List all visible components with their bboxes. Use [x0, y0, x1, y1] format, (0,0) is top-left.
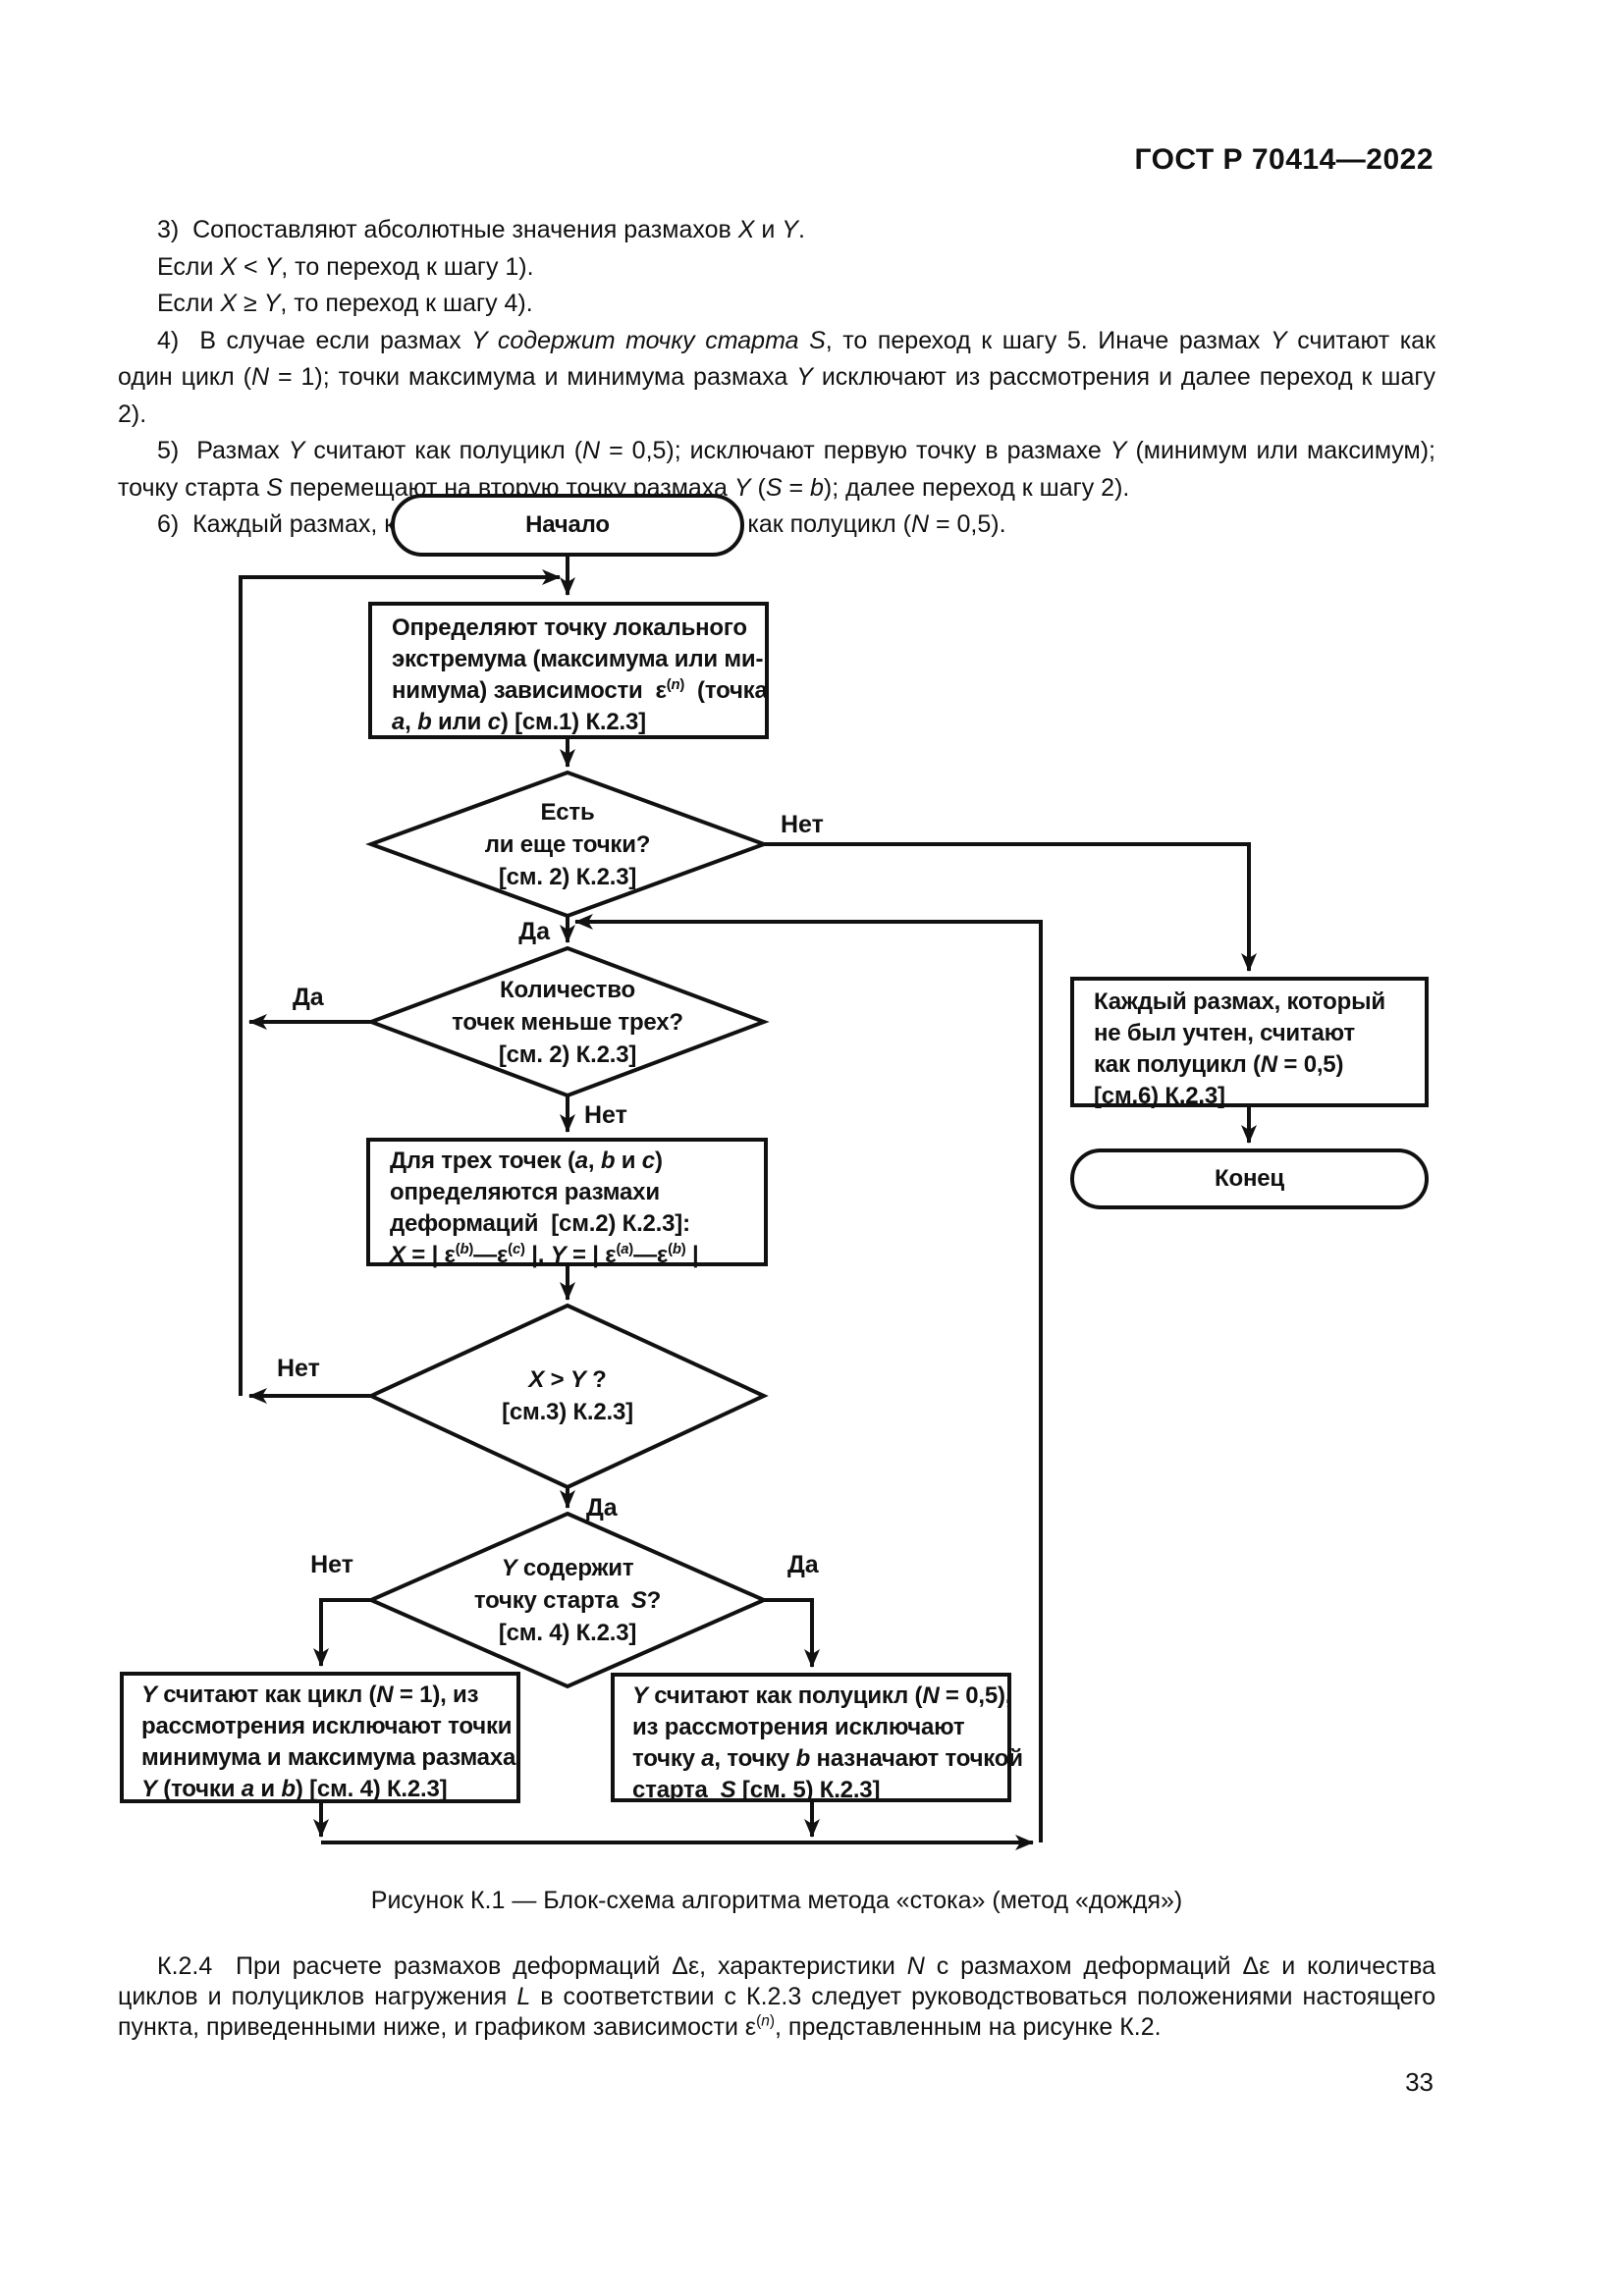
end-terminal: Конец: [1070, 1148, 1429, 1209]
node-text-line: из рассмотрения исключают: [632, 1714, 965, 1740]
label-no-less-three: Нет: [584, 1101, 627, 1129]
process-box-extremum: Определяют точку локального экстремума (…: [368, 602, 769, 739]
decision-x-gt-y: X > Y ? [см.3) К.2.3]: [410, 1363, 725, 1428]
process-box-ranges: Для трех точек (a, b и c) определяются р…: [366, 1138, 768, 1268]
node-text-line: определяются размахи: [390, 1179, 660, 1205]
node-text-line: Для трех точек (a, b и c): [390, 1148, 663, 1174]
decision-contains-start-shape: [366, 1511, 769, 1689]
node-text-line: минимума и максимума размаха: [141, 1744, 516, 1771]
edge-containsstart-yes: [764, 1598, 820, 1668]
intro-line: Если X ≥ Y, то переход к шагу 4).: [157, 290, 533, 317]
decision-more-points: Есть ли еще точки? [см. 2) К.2.3]: [410, 795, 725, 893]
node-text-line: точку старта S?: [473, 1586, 662, 1614]
node-text-line: Y считают как полуцикл (N = 0,5),: [632, 1682, 1012, 1709]
process-box-cycle: Y считают как цикл (N = 1), из рассмотре…: [120, 1672, 520, 1803]
intro-paragraph: 3) Сопоставляют абсолютные значения разм…: [118, 212, 1435, 544]
intro-line: 3) Сопоставляют абсолютные значения разм…: [157, 216, 805, 243]
process-box-halfcycle: Y считают как полуцикл (N = 0,5), из рас…: [611, 1673, 1023, 1803]
intro-line: Если X < Y, то переход к шагу 1).: [157, 252, 534, 281]
node-text-line: Количество: [500, 976, 635, 1003]
intro-line: один цикл (N = 1); точки максимума и мин…: [118, 363, 1435, 428]
paragraph-line: циклов и полуциклов нагружения L в соотв…: [118, 1983, 1435, 2010]
label-yes-contains-start: Да: [787, 1551, 819, 1578]
label-yes-more-points: Да: [518, 918, 550, 945]
label-no-x-gt-y: Нет: [277, 1355, 320, 1382]
node-text-line: [см.3) К.2.3]: [502, 1399, 633, 1425]
paragraph-k24: К.2.4 При расчете размахов деформаций Δε…: [118, 1951, 1435, 2043]
node-text-line: [см. 2) К.2.3]: [498, 863, 637, 890]
node-text-line: Каждый размах, который: [1094, 988, 1385, 1015]
paragraph-line: пункта, приведенными ниже, и графиком за…: [118, 2012, 1162, 2041]
node-text-line: не был учтен, считают: [1094, 1020, 1355, 1046]
process-box-unaccounted: Каждый размах, который не был учтен, счи…: [1070, 977, 1429, 1109]
decision-less-three-shape: [365, 945, 770, 1098]
decision-x-gt-y-shape: [366, 1303, 769, 1490]
node-text-line: Y считают как цикл (N = 1), из: [141, 1682, 479, 1708]
edge-containsstart-no: [313, 1598, 371, 1667]
label-yes-less-three: Да: [293, 984, 324, 1011]
node-text-line: рассмотрения исключают точки: [141, 1713, 513, 1739]
node-text-line: [см. 4) К.2.3]: [498, 1619, 637, 1646]
label-no-contains-start: Нет: [310, 1551, 353, 1578]
node-text-line: нимума) зависимости ε(n) (точка: [392, 677, 768, 704]
start-label: Начало: [525, 511, 610, 538]
node-text-line: Определяют точку локального: [392, 614, 747, 641]
doc-header: ГОСТ Р 70414—2022: [1134, 143, 1434, 176]
decision-less-three: Количество точек меньше трех? [см. 2) К.…: [410, 973, 725, 1071]
edge-return-rail-right: [574, 914, 1043, 1842]
node-text-line: точку a, точку b назначают точкой: [632, 1745, 1023, 1772]
page-number: 33: [1405, 2067, 1434, 2097]
start-terminal: Начало: [391, 494, 744, 557]
edge-morepoints-no: [764, 842, 1257, 972]
node-text-line: как полуцикл (N = 0,5): [1094, 1051, 1344, 1078]
figure-caption: Рисунок К.1 — Блок-схема алгоритма метод…: [370, 1887, 1183, 1914]
node-text-line: Есть: [540, 798, 595, 826]
intro-line: 5) Размах Y считают как полуцикл (N = 0,…: [157, 437, 1435, 464]
node-text-line: Y (точки a и b) [см. 4) К.2.3]: [141, 1776, 448, 1802]
decision-more-points-shape: [365, 770, 770, 919]
node-text-line: экстремума (максимума или ми-: [392, 646, 764, 672]
intro-line: 4) В случае если размах Y содержит точку…: [157, 326, 1436, 354]
node-text-line: a, b или c) [см.1) К.2.3]: [392, 709, 646, 735]
node-text-line: ли еще точки?: [484, 830, 651, 858]
edge-return-rail-left: [239, 569, 561, 1396]
end-label: Конец: [1215, 1165, 1284, 1192]
paragraph-line: К.2.4 При расчете размахов деформаций Δε…: [157, 1952, 1435, 1980]
node-text-line: Y содержит: [501, 1554, 634, 1581]
node-text-line: старта S [см. 5) К.2.3]: [632, 1777, 881, 1803]
label-yes-x-gt-y: Да: [586, 1494, 618, 1522]
node-text-line: X = | ε(b)—ε(c) |, Y = | ε(a)—ε(b) |: [390, 1242, 699, 1268]
node-text-line: деформаций [см.2) К.2.3]:: [390, 1210, 690, 1237]
label-no-more-points: Нет: [781, 811, 824, 838]
node-text-line: [см. 2) К.2.3]: [498, 1041, 637, 1068]
node-text-line: [см.6) К.2.3]: [1094, 1083, 1225, 1109]
decision-contains-start: Y содержит точку старта S? [см. 4) К.2.3…: [410, 1551, 725, 1649]
node-text-line: X > Y ?: [528, 1366, 607, 1393]
node-text-line: точек меньше трех?: [452, 1008, 683, 1036]
